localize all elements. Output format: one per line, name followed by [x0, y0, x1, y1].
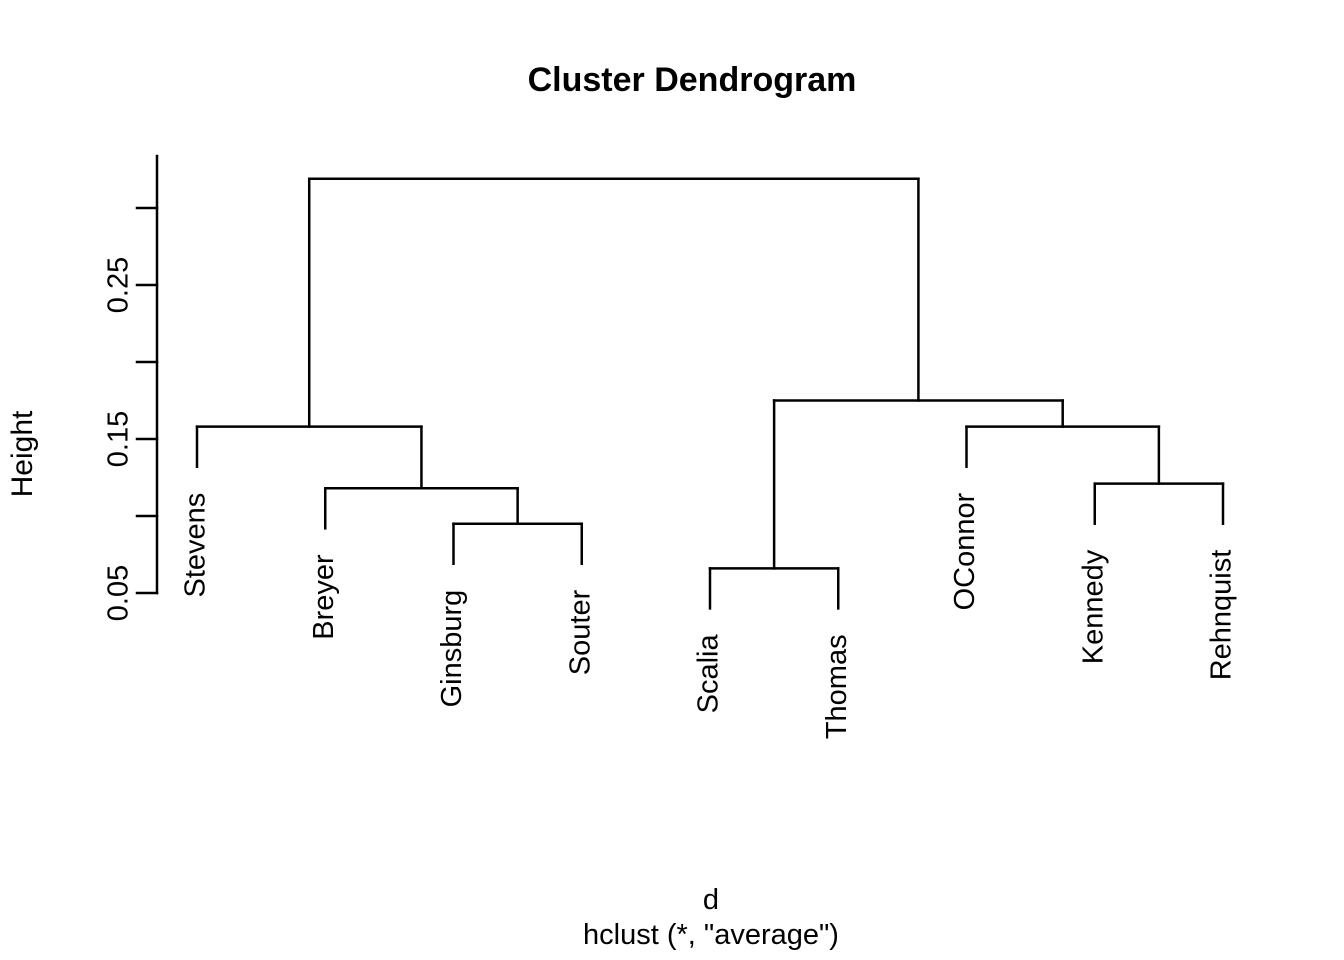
y-axis-tick-label: 0.05	[103, 565, 135, 621]
leaf-label-ginsburg: Ginsburg	[436, 590, 468, 708]
leaf-label-souter: Souter	[564, 589, 596, 675]
y-axis-tick-label: 0.15	[103, 411, 135, 467]
leaf-label-rehnquist: Rehnquist	[1206, 550, 1238, 681]
leaf-label-kennedy: Kennedy	[1077, 549, 1109, 664]
leaf-label-oconnor: OConnor	[949, 492, 981, 610]
y-axis-tick-label: 0.25	[103, 257, 135, 313]
chart-title: Cluster Dendrogram	[527, 61, 857, 99]
leaf-label-thomas: Thomas	[821, 634, 853, 739]
leaf-label-stevens: Stevens	[180, 493, 212, 598]
leaf-label-breyer: Breyer	[308, 554, 340, 640]
x-axis-sublabel: hclust (*, "average")	[583, 919, 839, 951]
leaf-label-scalia: Scalia	[693, 634, 725, 714]
x-axis-label: d	[702, 884, 720, 916]
